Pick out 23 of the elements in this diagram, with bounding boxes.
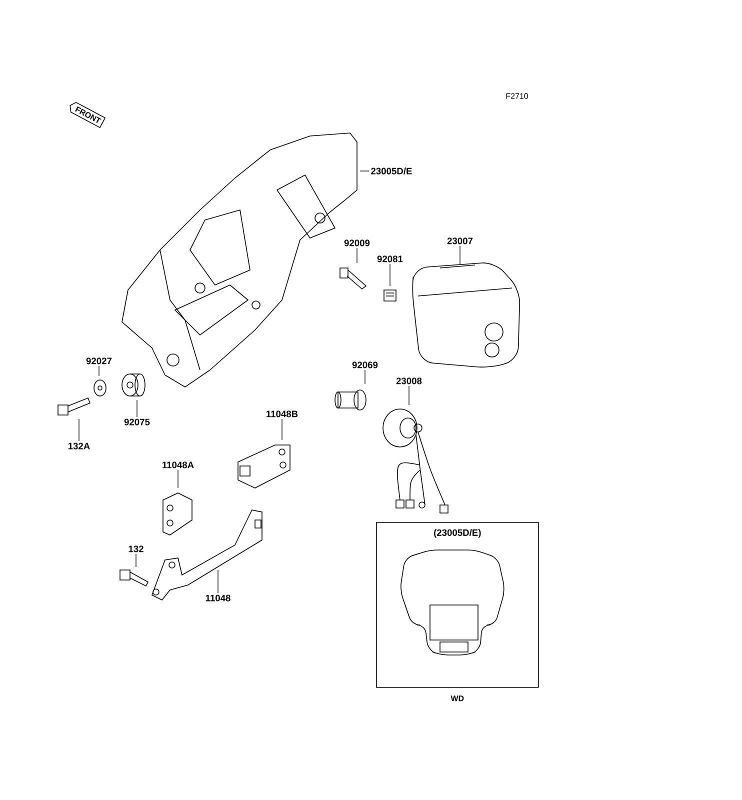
callout-number: 23005D/E <box>371 168 412 174</box>
callout-number: 11048B <box>266 410 298 418</box>
leader-line <box>78 418 80 442</box>
callout-number: 23007 <box>447 238 473 244</box>
callout-number: 23008 <box>396 378 422 384</box>
callout-number: 92075 <box>124 418 150 426</box>
callout-number: 92081 <box>377 256 403 262</box>
callout-number: 132A <box>68 442 90 450</box>
caption-text: WD <box>450 696 464 702</box>
inset-box: (23005D/E) <box>376 522 539 688</box>
leader-line <box>364 370 366 384</box>
figure-number: F2710 <box>506 93 528 99</box>
leader-line <box>98 366 100 376</box>
callout-number: 11048A <box>162 462 194 468</box>
callout-number: 92009 <box>344 240 370 246</box>
callout-number: 92069 <box>352 362 378 368</box>
leader-line <box>136 400 138 418</box>
leader-line <box>408 386 410 406</box>
callout-number: 132 <box>128 546 144 552</box>
callout-number: 92027 <box>86 358 112 364</box>
leader-line <box>356 248 358 264</box>
leader-line <box>360 170 370 172</box>
callout-number: 11048 <box>206 594 230 602</box>
